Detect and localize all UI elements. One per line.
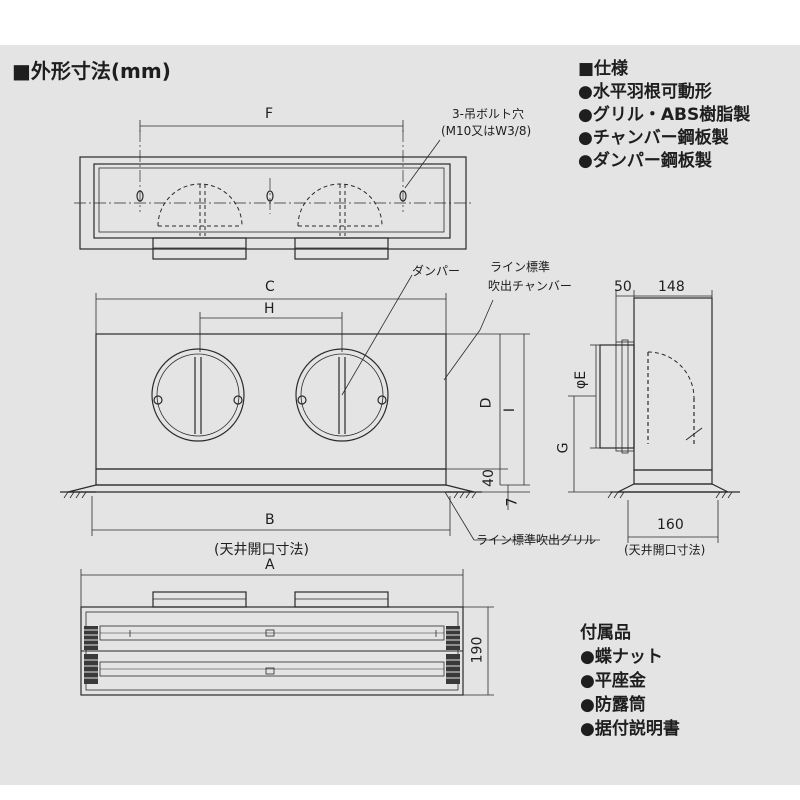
accessory-item: ●平座金 (580, 671, 646, 691)
bolt-hole-spec-note: (M10又はW3/8) (441, 124, 532, 138)
dim-7-label: 7 (504, 497, 521, 507)
front-view (60, 274, 600, 541)
dim-190-label: 190 (469, 636, 486, 664)
dim-40-label: 40 (480, 469, 497, 487)
dim-d-label: D (478, 397, 495, 409)
ceiling-opening-note: (天井開口寸法) (214, 542, 309, 558)
grille-label: ライン標準吹出グリル (476, 533, 597, 547)
ceiling-opening-side-note: (天井開口寸法) (624, 543, 706, 557)
dim-160-label: 160 (657, 517, 684, 533)
dim-h-label: H (264, 301, 275, 317)
spec-item: ●水平羽根可動形 (578, 82, 712, 102)
damper-label: ダンパー (412, 264, 461, 278)
bolt-hole-note: 3-吊ボルト穴 (452, 107, 524, 121)
spec-heading: ■仕様 (578, 59, 629, 79)
dim-f-label: F (265, 106, 274, 122)
dim-g-label: G (555, 442, 572, 454)
accessory-item: ●蝶ナット (580, 647, 663, 667)
dim-b-label: B (265, 512, 275, 528)
accessory-item: ●据付説明書 (580, 719, 680, 739)
page-title: ■外形寸法(mm) (12, 59, 171, 83)
bottom-view (80, 569, 494, 696)
accessory-item: ●防露筒 (580, 695, 646, 715)
dim-50-label: 50 (614, 279, 632, 295)
side-view (568, 290, 740, 543)
dim-i-label: I (502, 407, 519, 413)
dim-a-label: A (265, 557, 275, 573)
dim-c-label: C (265, 279, 275, 295)
top-view (74, 120, 472, 260)
accessories-heading: 付属品 (580, 623, 631, 643)
dim-phie-label: φE (573, 370, 590, 390)
spec-item: ●ダンパー鋼板製 (578, 151, 712, 171)
dim-148-label: 148 (658, 279, 685, 295)
spec-item: ●グリル・ABS樹脂製 (578, 105, 751, 125)
spec-item: ●チャンバー鋼板製 (578, 128, 729, 148)
chamber-label-line2: 吹出チャンバー (488, 279, 572, 293)
chamber-label-line1: ライン標準 (490, 260, 551, 274)
